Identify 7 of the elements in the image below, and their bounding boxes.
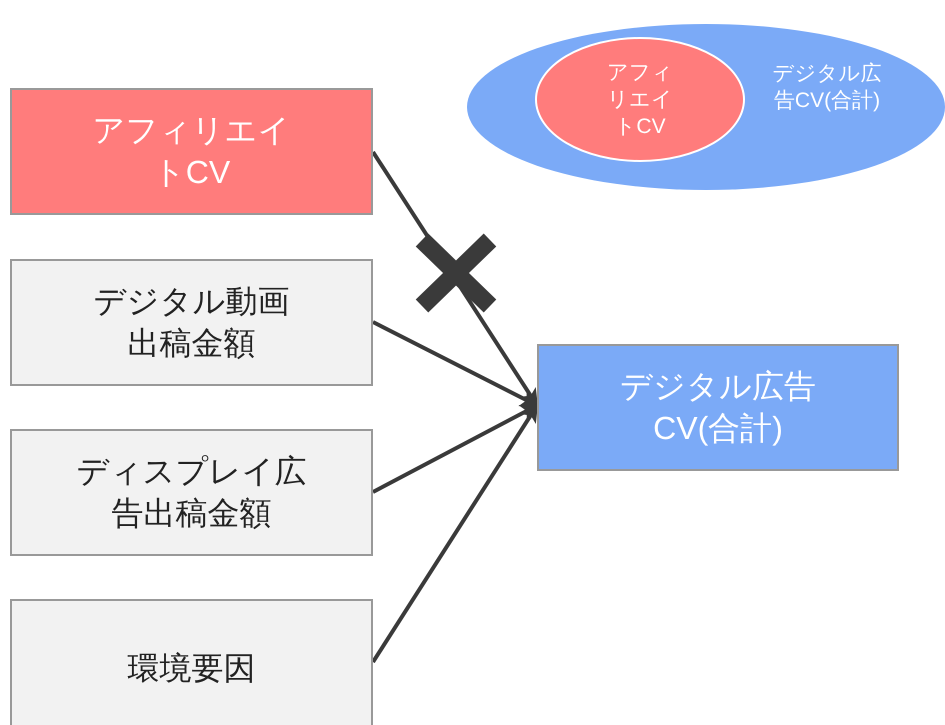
process-box: アフィリエイトCV: [10, 88, 373, 215]
process-box: デジタル動画出稿金額: [10, 259, 373, 386]
process-box: デジタル広告CV(合計): [537, 344, 899, 471]
process-box: 環境要因: [10, 599, 373, 725]
ellipse: アフィリエイトCV: [535, 37, 745, 162]
process-box: ディスプレイ広告出稿金額: [10, 429, 373, 556]
ellipse-label: デジタル広告CV(合計): [772, 61, 882, 114]
